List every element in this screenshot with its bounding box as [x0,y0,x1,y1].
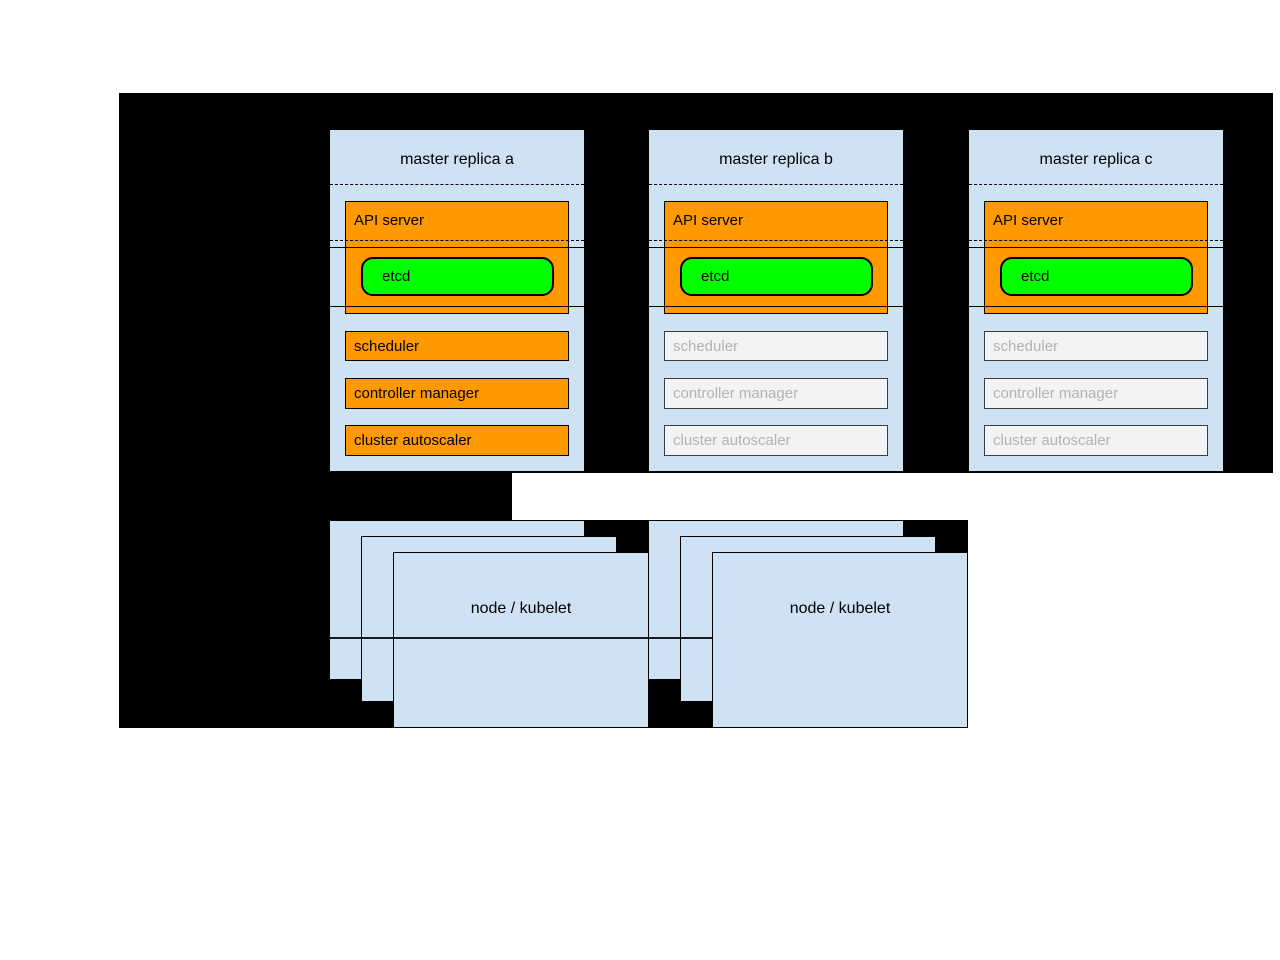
cluster-autoscaler-label-b: cluster autoscaler [673,432,791,449]
api-server-label-c: API server [993,212,1064,229]
api-separator-dashed-line [330,240,584,241]
node-kubelet-box-2: node / kubelet [712,552,968,728]
master-replica-b-title: master replica b [719,151,833,168]
api-server-box-a: API server [345,201,569,240]
controller-manager-box-a: controller manager [345,378,569,409]
etcd-separator-solid-line [649,306,903,307]
api-separator-solid-line [649,247,903,248]
master-replica-a-panel: master replica a API server etcd schedul… [329,129,585,472]
scheduler-box-a: scheduler [345,331,569,361]
scheduler-label-c: scheduler [993,337,1059,355]
api-separator-dashed-line [969,240,1223,241]
etcd-separator-solid-line [969,306,1223,307]
master-replica-c-panel: master replica c API server etcd schedul… [968,129,1224,472]
controller-manager-label-b: controller manager [673,385,799,402]
scheduler-box-b: scheduler [664,331,888,361]
controller-manager-label-a: controller manager [354,385,480,402]
node-kubelet-label-1: node / kubelet [470,600,572,617]
controller-manager-box-b: controller manager [664,378,888,409]
node-divider-line [329,637,712,639]
api-server-label-b: API server [673,212,744,229]
scheduler-label-a: scheduler [354,337,420,355]
scheduler-box-c: scheduler [984,331,1208,361]
cluster-autoscaler-label-a: cluster autoscaler [354,432,472,449]
node-kubelet-box-1: node / kubelet [393,552,649,728]
etcd-box-a: etcd [361,257,554,296]
title-separator-dashed-line [330,184,584,185]
cluster-autoscaler-label-c: cluster autoscaler [993,432,1111,449]
api-separator-dashed-line [649,240,903,241]
title-separator-dashed-line [969,184,1223,185]
title-separator-dashed-line [649,184,903,185]
cluster-autoscaler-box-b: cluster autoscaler [664,425,888,456]
api-server-label-a: API server [354,212,425,229]
cluster-autoscaler-box-a: cluster autoscaler [345,425,569,456]
etcd-label-a: etcd [382,268,411,285]
api-separator-solid-line [330,247,584,248]
master-replica-c-title: master replica c [1039,151,1153,168]
controller-manager-box-c: controller manager [984,378,1208,409]
master-replica-b-panel: master replica b API server etcd schedul… [648,129,904,472]
etcd-label-b: etcd [701,268,730,285]
api-server-box-c: API server [984,201,1208,240]
cluster-autoscaler-box-c: cluster autoscaler [984,425,1208,456]
api-separator-solid-line [969,247,1223,248]
master-replica-a-title: master replica a [400,151,514,168]
etcd-box-b: etcd [680,257,873,296]
node-kubelet-label-2: node / kubelet [789,600,891,617]
etcd-label-c: etcd [1021,268,1050,285]
scheduler-label-b: scheduler [673,337,739,355]
etcd-box-c: etcd [1000,257,1193,296]
controller-manager-label-c: controller manager [993,385,1119,402]
api-server-box-b: API server [664,201,888,240]
etcd-separator-solid-line [330,306,584,307]
